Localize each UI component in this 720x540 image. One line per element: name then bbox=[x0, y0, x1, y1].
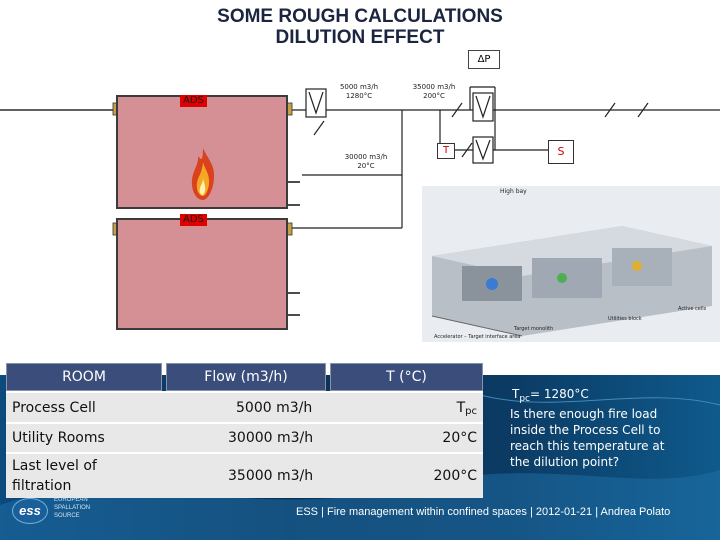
table-header-room: ROOM bbox=[6, 363, 162, 391]
table-header-temp: T (°C) bbox=[330, 363, 483, 391]
tpc-value: = 1280°C bbox=[530, 387, 589, 401]
flame-icon bbox=[191, 148, 215, 200]
ess-logo-mark: ess bbox=[12, 498, 48, 524]
fire-load-question: Is there enough fire load inside the Pro… bbox=[510, 407, 665, 469]
table-cell-temp: 200°C bbox=[433, 468, 478, 484]
bottom-decoration bbox=[0, 394, 720, 540]
ads-tag-bottom: ADS bbox=[180, 214, 207, 226]
logo-line2: SPALLATION bbox=[54, 505, 91, 511]
logo-line1: EUROPEAN bbox=[54, 497, 88, 503]
table-cell-room: Utility Rooms bbox=[12, 430, 105, 446]
temp-base: T bbox=[456, 399, 466, 416]
flow-label-process: 5000 m3/h 1280°C bbox=[339, 83, 379, 100]
slide-title-line1: SOME ROUGH CALCULATIONS bbox=[217, 6, 503, 27]
tpc-base: T bbox=[512, 387, 520, 401]
table-cell-flow: 35000 m3/h bbox=[228, 468, 314, 484]
table-cell-room: Last level of filtration bbox=[12, 458, 97, 494]
table-cell-flow: 30000 m3/h bbox=[228, 430, 314, 446]
ess-logo: ess EUROPEAN SPALLATION SOURCE bbox=[12, 496, 122, 526]
temp-subscript: pc bbox=[465, 406, 477, 417]
logo-line3: SOURCE bbox=[54, 513, 80, 519]
label-accelerator-interface: Accelerator – Target interface area bbox=[434, 334, 521, 340]
stack-box: S bbox=[548, 140, 574, 164]
tpc-subscript: pc bbox=[519, 394, 531, 404]
tpc-value-note: Tpc= 1280°C bbox=[512, 386, 692, 404]
table-cell-room: Process Cell bbox=[12, 399, 96, 416]
table-cell-temp: 20°C bbox=[442, 430, 477, 446]
flow-label-mixed: 35000 m3/h 200°C bbox=[412, 83, 456, 100]
table-row: Utility Rooms 30000 m3/h 20°C bbox=[6, 422, 483, 452]
slide-title-line2: DILUTION EFFECT bbox=[275, 27, 445, 48]
label-utilities-block: Utilities block bbox=[608, 316, 642, 322]
facility-building-graphic bbox=[431, 226, 712, 337]
label-active-cells: Active cells bbox=[678, 306, 707, 312]
utility-room bbox=[116, 218, 288, 330]
table-cell-flow: 5000 m3/h bbox=[236, 399, 313, 416]
label-high-bay: High bay bbox=[500, 188, 527, 195]
table-row: Last level of filtration 35000 m3/h 200°… bbox=[6, 452, 483, 498]
facility-illustration: High bay Active cells Utilities block Ta… bbox=[422, 186, 720, 342]
ess-logo-text: EUROPEAN SPALLATION SOURCE bbox=[54, 496, 90, 520]
flow-label-utility: 30000 m3/h 20°C bbox=[344, 153, 388, 170]
delta-p-label: ΔP bbox=[468, 50, 500, 69]
ads-tag-top: ADS bbox=[180, 95, 207, 107]
table-header-flow: Flow (m3/h) bbox=[166, 363, 326, 391]
footer-text: ESS | Fire management within confined sp… bbox=[296, 506, 671, 518]
label-target-monolith: Target monolith bbox=[514, 326, 554, 332]
temperature-sensor-box: T bbox=[437, 143, 455, 159]
